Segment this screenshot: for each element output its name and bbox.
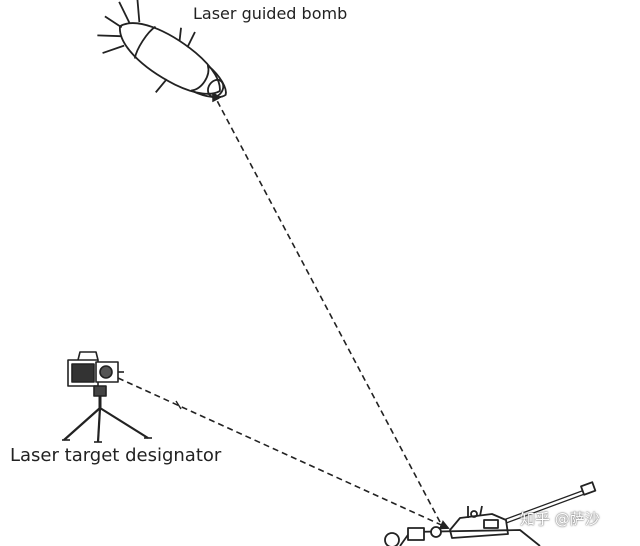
tank-icon [384,481,597,546]
laser-designator-tripod-icon [62,351,152,443]
laser-guided-bomb-icon [97,0,227,99]
reflected-laser-line [212,91,441,523]
designator-beam-line [117,377,450,530]
bomb-label: Laser guided bomb [193,4,348,23]
watermark: 知乎 @萨沙 [520,510,600,528]
beam-tick-mark [175,400,182,410]
designator-label: Laser target designator [10,445,222,466]
